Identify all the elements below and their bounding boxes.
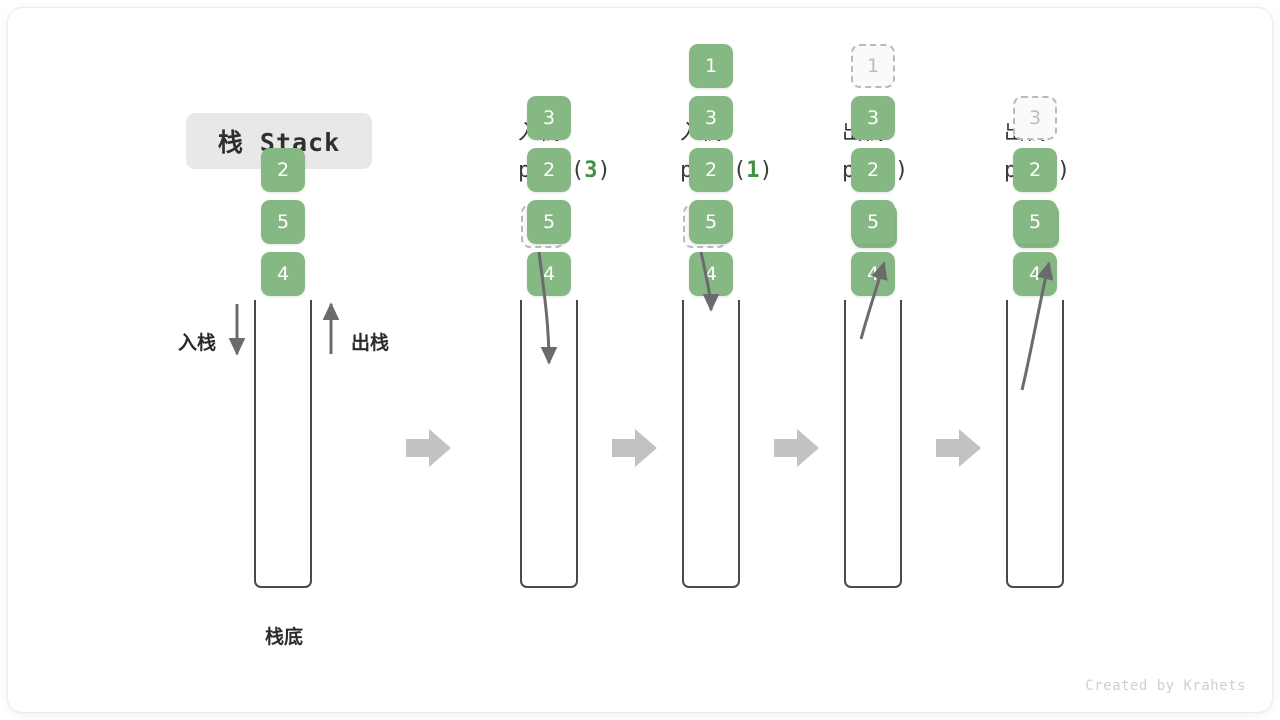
- push-direction-label: 入栈: [178, 333, 217, 354]
- stack-cells-pop-3: 4 5 2 3: [1006, 88, 1064, 296]
- stack-cell: 4: [851, 252, 895, 296]
- stack-cell: 2: [851, 148, 895, 192]
- stack-cell: 5: [851, 200, 895, 244]
- stack-walls: [520, 300, 578, 588]
- diagram-stage: 栈 Stack 栈顶 栈底 入栈 出栈 452 入栈 push(3) 3 452…: [8, 8, 1272, 712]
- stack-cells-initial: 4 5 2: [254, 140, 312, 296]
- code-arg: 3: [584, 158, 598, 183]
- stack-cell-ghost: 1: [851, 44, 895, 88]
- step-arrow-4: [936, 429, 981, 467]
- pop-direction-label: 出栈: [351, 333, 390, 354]
- stack-cells-push-1: 4 5 2 3 1: [682, 36, 740, 296]
- stack-cells-push-3: 4 5 2 3: [520, 88, 578, 296]
- stack-cell: 2: [689, 148, 733, 192]
- stack-cell: 5: [1013, 200, 1057, 244]
- step-arrow-3: [774, 429, 819, 467]
- stack-cell-ghost: 3: [1013, 96, 1057, 140]
- stack-walls: [1006, 300, 1064, 588]
- stack-cell: 2: [1013, 148, 1057, 192]
- code-suffix: ): [1056, 158, 1071, 183]
- diagram-card: 栈 Stack 栈顶 栈底 入栈 出栈 452 入栈 push(3) 3 452…: [8, 8, 1272, 712]
- stack-cell: 5: [261, 200, 305, 244]
- stack-cell: 3: [851, 96, 895, 140]
- stack-cell: 3: [689, 96, 733, 140]
- stack-walls: [254, 300, 312, 588]
- stack-cell: 5: [689, 200, 733, 244]
- step-arrow-1: [406, 429, 451, 467]
- stack-walls: [844, 300, 902, 588]
- code-suffix: ): [597, 158, 611, 183]
- code-suffix: ): [759, 158, 773, 183]
- stack-cell: 4: [689, 252, 733, 296]
- code-suffix: ): [894, 158, 909, 183]
- stack-cell: 2: [261, 148, 305, 192]
- stack-cell: 4: [527, 252, 571, 296]
- stack-cell: 4: [261, 252, 305, 296]
- code-arg: 1: [746, 158, 760, 183]
- stack-cells-pop-1: 4 5 2 3 1: [844, 36, 902, 296]
- stack-cell: 3: [527, 96, 571, 140]
- stack-bottom-label: 栈底: [265, 627, 304, 648]
- stack-cell: 2: [527, 148, 571, 192]
- credit-footer: Created by Krahets: [1085, 678, 1246, 694]
- stack-cell: 4: [1013, 252, 1057, 296]
- stack-cell: 5: [527, 200, 571, 244]
- stack-cell: 1: [689, 44, 733, 88]
- step-arrow-2: [612, 429, 657, 467]
- stack-walls: [682, 300, 740, 588]
